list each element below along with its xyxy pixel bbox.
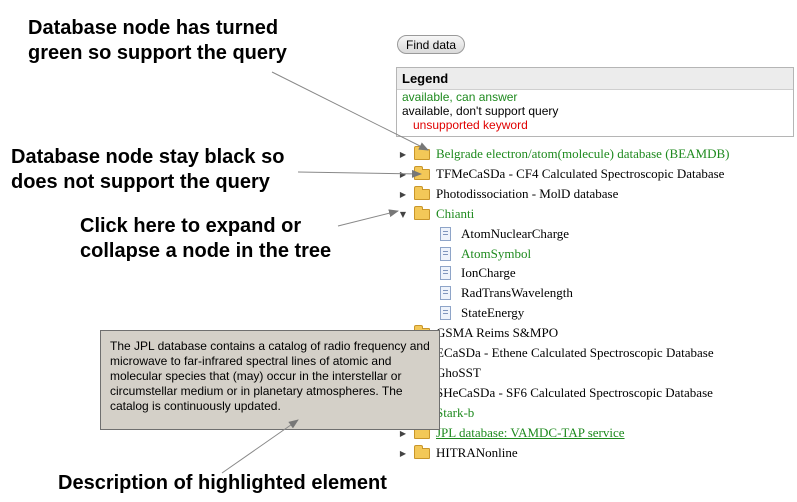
tree-node-label[interactable]: SHeCaSDa - SF6 Calculated Spectroscopic … [436, 385, 713, 400]
tree-node-label[interactable]: GhoSST [436, 365, 481, 380]
tree-leaf-label[interactable]: AtomSymbol [461, 246, 532, 261]
legend-panel: Legend available, can answer available, … [396, 67, 794, 137]
description-tooltip: The JPL database contains a catalog of r… [100, 330, 440, 430]
annotation-green-node: Database node has turned green so suppor… [28, 17, 287, 64]
tree-leaf-atomnuclearcharge[interactable]: AtomNuclearCharge [440, 225, 569, 243]
tree-leaf-ioncharge[interactable]: IonCharge [440, 264, 516, 282]
legend-title: Legend [397, 68, 793, 90]
annotation-description: Description of highlighted element [58, 472, 387, 494]
folder-icon [414, 205, 430, 220]
folder-icon [414, 185, 430, 200]
caret-right-icon[interactable]: ▶ [399, 448, 407, 458]
legend-available: available, can answer [402, 90, 518, 104]
tree-node-label[interactable]: ECaSDa - Ethene Calculated Spectroscopic… [436, 345, 714, 360]
tree-node-label[interactable]: Photodissociation - MolD database [436, 186, 619, 201]
annotation-black-node: Database node stay black so does not sup… [11, 146, 285, 193]
tree-leaf-label[interactable]: RadTransWavelength [461, 285, 573, 300]
tree-leaf-stateenergy[interactable]: StateEnergy [440, 304, 524, 322]
find-data-button[interactable]: Find data [397, 35, 466, 54]
tree-node-label[interactable]: HITRANonline [436, 445, 518, 460]
tree-node-photodissociation-mold-database[interactable]: ▶ Photodissociation - MolD database [398, 185, 618, 203]
tree-leaf-label[interactable]: AtomNuclearCharge [461, 226, 570, 241]
document-icon [440, 227, 451, 241]
tree-node-chianti[interactable]: ▼ Chianti [398, 205, 474, 223]
tree-node-label[interactable]: TFMeCaSDa - CF4 Calculated Spectroscopic… [436, 166, 725, 181]
document-icon [440, 247, 451, 261]
tree-node-label[interactable]: JPL database: VAMDC-TAP service [436, 425, 625, 440]
document-icon [440, 306, 451, 320]
arrow-green-node [271, 71, 429, 151]
caret-right-icon[interactable]: ▶ [399, 428, 407, 438]
arrow-description [221, 419, 299, 474]
caret-right-icon[interactable]: ▶ [399, 189, 407, 199]
tree-node-hitranonline[interactable]: ▶ HITRANonline [398, 444, 518, 462]
tree-node-label[interactable]: Belgrade electron/atom(molecule) databas… [436, 146, 730, 161]
tree-node-label[interactable]: GSMA Reims S&MPO [436, 325, 559, 340]
document-icon [440, 286, 451, 300]
tree-node-label[interactable]: Chianti [436, 206, 475, 221]
legend-unsupported-keyword: unsupported keyword [413, 118, 528, 132]
folder-icon [414, 444, 430, 459]
arrow-black-node [297, 169, 422, 178]
tree-leaf-label[interactable]: StateEnergy [461, 305, 525, 320]
legend-unsupported-query: available, don't support query [402, 104, 559, 118]
tree-leaf-atomsymbol[interactable]: AtomSymbol [440, 245, 531, 263]
caret-right-icon[interactable]: ▶ [399, 149, 407, 159]
caret-down-icon[interactable]: ▼ [399, 209, 407, 219]
annotation-expand-node: Click here to expand or collapse a node … [80, 215, 332, 262]
tree-node-label[interactable]: Stark-b [436, 405, 475, 420]
arrow-expand-node [337, 209, 399, 227]
document-icon [440, 266, 451, 280]
tree-leaf-label[interactable]: IonCharge [461, 265, 516, 280]
tree-leaf-radtranswavelength[interactable]: RadTransWavelength [440, 284, 573, 302]
